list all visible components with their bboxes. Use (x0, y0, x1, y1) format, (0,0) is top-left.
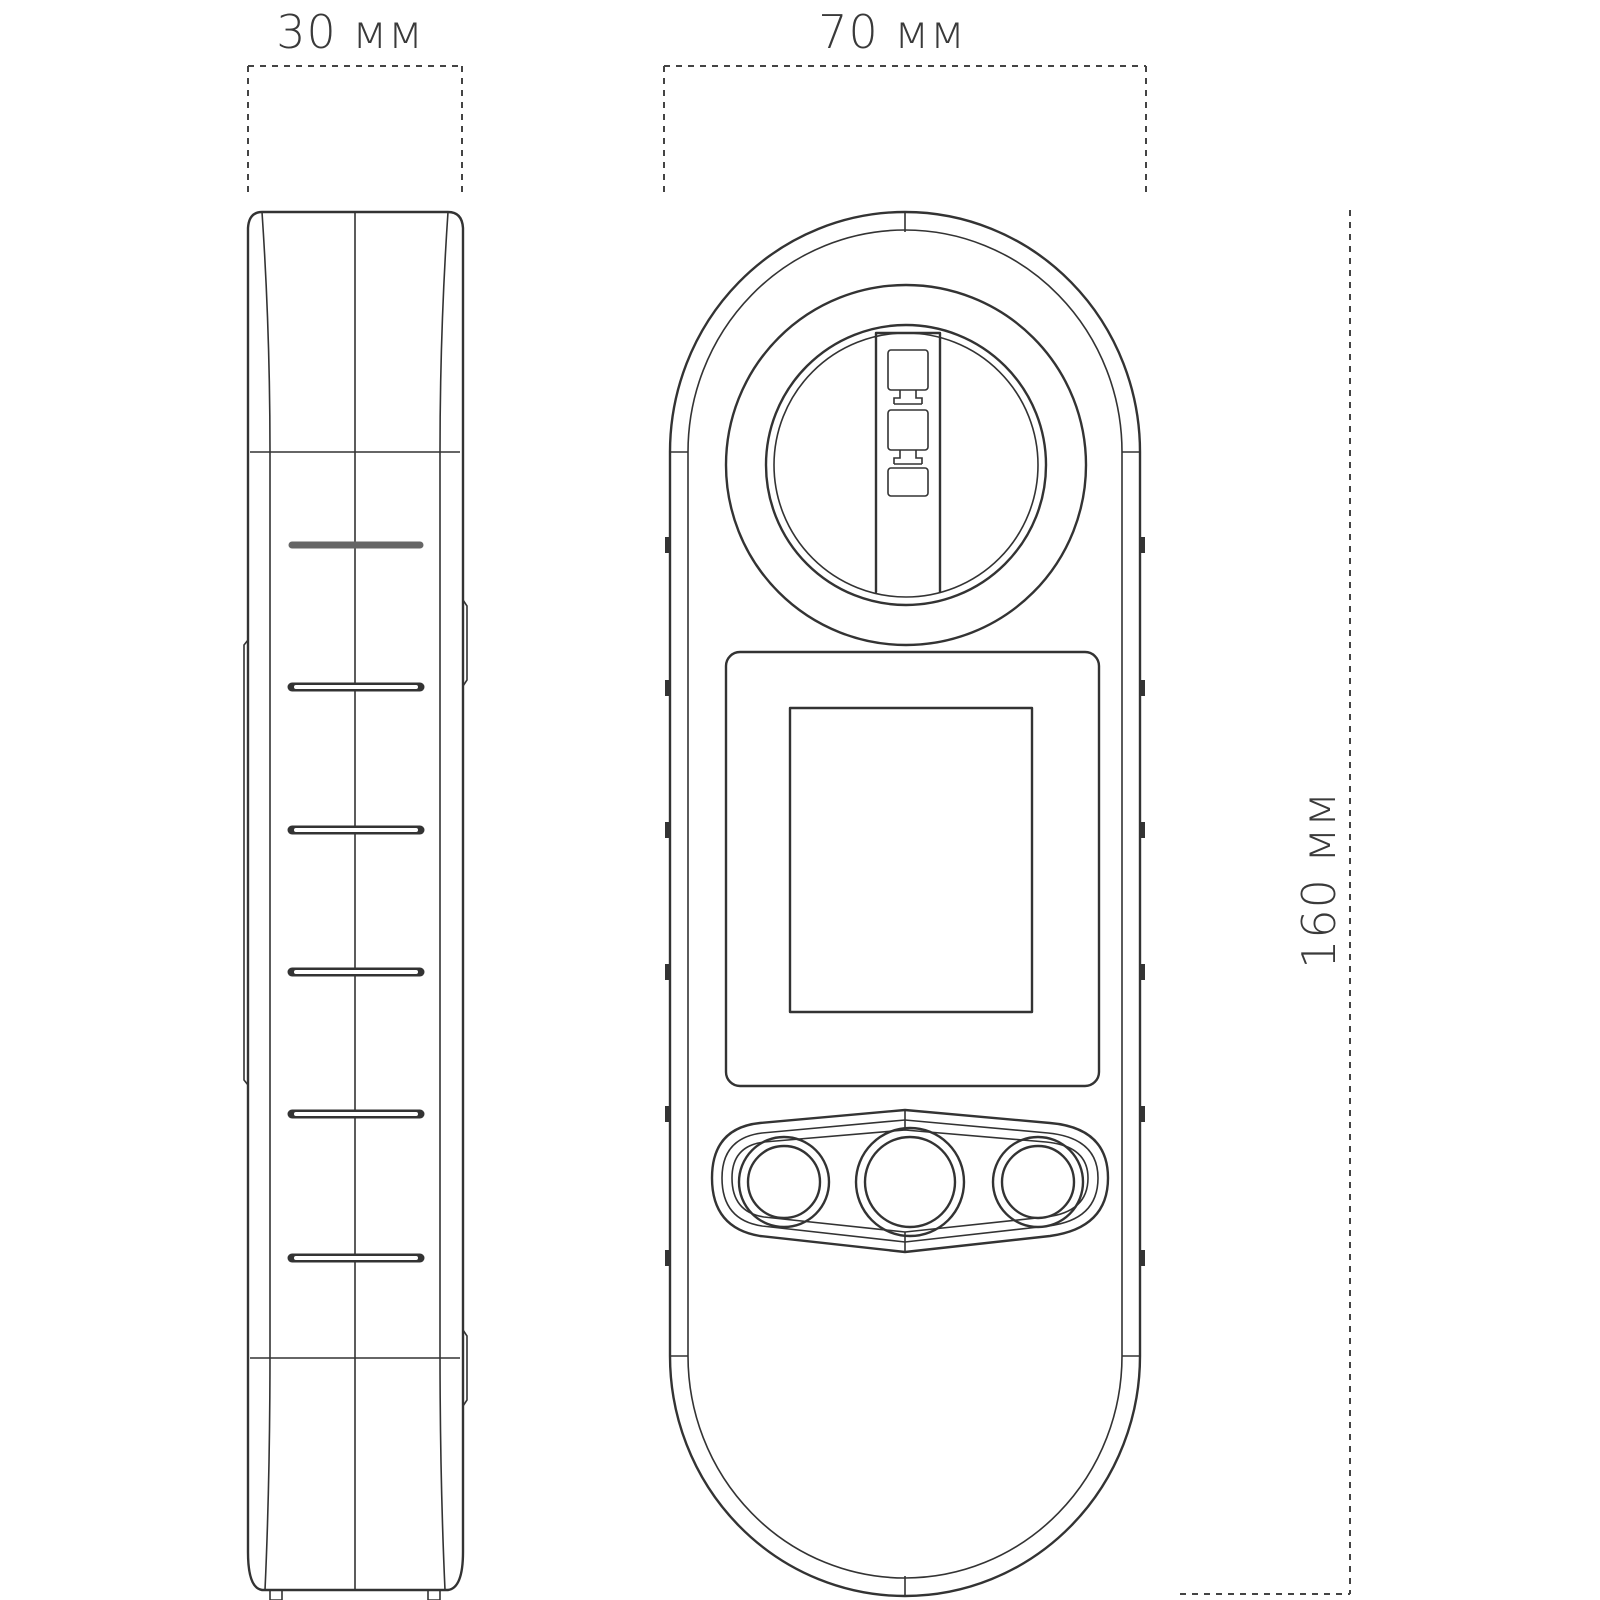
side-view-right-bump-lower (462, 1329, 468, 1407)
width-dimension-guide (663, 65, 1147, 192)
button-pad (710, 1108, 1110, 1254)
grip-marker (1139, 680, 1145, 696)
grip-marker (665, 537, 671, 553)
grip-marker (1139, 1250, 1145, 1266)
grip-marker (665, 1106, 671, 1122)
front-view-grip-markers (665, 537, 1145, 1266)
side-view-left-inner-contour (261, 211, 271, 1591)
front-view-body-outline (668, 210, 1142, 1598)
sensor-connector (893, 450, 923, 465)
grip-marker (1139, 1106, 1145, 1122)
sensor-strip-slot (874, 331, 942, 594)
sensor-dial (724, 283, 1088, 647)
front-view-inner-contour (687, 229, 1123, 1579)
display (724, 650, 1101, 1088)
side-view (243, 210, 468, 1600)
left-button[interactable] (737, 1135, 831, 1229)
height-label: 160 мм (1292, 791, 1346, 969)
grip-marker (1139, 964, 1145, 980)
side-view-left-bump (243, 639, 249, 1086)
front-view (668, 210, 1142, 1598)
sensor-pad (887, 409, 929, 451)
height-dimension-guide (1180, 210, 1351, 1595)
side-view-right-bump (462, 599, 468, 687)
grip-marker (665, 680, 671, 696)
sensor-connector (893, 390, 923, 405)
sensor-dial-ring (764, 323, 1048, 607)
grip-marker (665, 1250, 671, 1266)
side-view-vents (287, 541, 425, 1263)
center-button[interactable] (854, 1126, 966, 1238)
sensor-dial-inner-ring (773, 332, 1039, 598)
side-view-bottom-foot-right (427, 1590, 441, 1600)
thickness-dimension-guide (247, 65, 463, 192)
sensor-dial-outer-ring (724, 283, 1088, 647)
display-screen (788, 706, 1034, 1014)
sensor-pad (887, 349, 929, 391)
width-label: 70 мм (818, 5, 966, 59)
right-button[interactable] (991, 1135, 1085, 1229)
grip-marker (665, 822, 671, 838)
button-pad-outline (710, 1108, 1110, 1254)
grip-marker (665, 964, 671, 980)
side-view-bottom-foot-left (269, 1590, 283, 1600)
sensor-pad (887, 467, 929, 497)
grip-marker (1139, 537, 1145, 553)
side-view-right-inner-contour (439, 211, 449, 1591)
grip-marker (1139, 822, 1145, 838)
thickness-label: 30 мм (276, 5, 424, 59)
side-view-body-outline (246, 210, 465, 1592)
display-bezel (724, 650, 1101, 1088)
